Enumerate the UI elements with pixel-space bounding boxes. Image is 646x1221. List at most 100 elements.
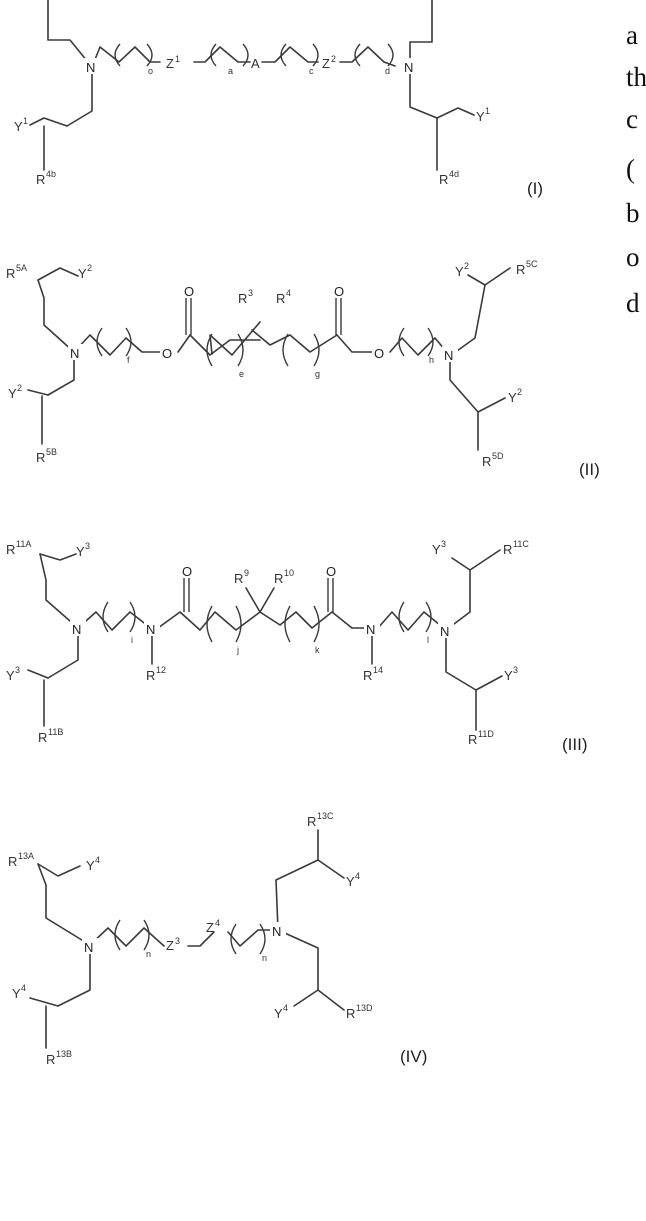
formula-iv-z4-sup: 4 — [215, 918, 220, 928]
formula-ii-r3-sup: 3 — [248, 288, 253, 298]
formula-ii-y-tr: Y — [455, 264, 464, 279]
formula-ii-r-tr-sup: 5C — [526, 259, 538, 269]
formula-iii-r-tl-sup: 11A — [16, 539, 31, 549]
formula-iii-r-bl: R — [38, 730, 47, 745]
formula-ii-o-left-ester: O — [162, 346, 172, 361]
formula-iv-label: (IV) — [400, 1047, 427, 1066]
formula-iii-r-bl-sup: 11B — [48, 727, 63, 737]
formula-ii-y-tl: Y — [78, 266, 87, 281]
formula-iv-r-tr: R — [307, 814, 316, 829]
formula-i-y-left-sup: 1 — [23, 116, 28, 126]
formula-ii-r-tr: R — [516, 262, 525, 277]
formula-i-y-right: Y — [476, 109, 485, 124]
formula-iv-z3: Z — [166, 938, 174, 953]
formula-iv-y-tl-sup: 4 — [95, 855, 100, 865]
formula-i: N N Z 1 A Z 2 o a c d Y 1 Y 1 R 4b R 4d … — [14, 0, 543, 198]
formula-ii-y-bl: Y — [8, 386, 17, 401]
formula-ii-r-br-sup: 5D — [492, 451, 504, 461]
formula-i-a: A — [251, 56, 260, 71]
formula-i-r-right-sup: 4d — [449, 169, 459, 179]
formula-ii-o-right-carbonyl: O — [334, 284, 344, 299]
formula-i-z2-sup: 2 — [331, 54, 336, 64]
formula-ii-o-left-carbonyl: O — [184, 284, 194, 299]
formula-iv-subscript-n-left: n — [146, 949, 151, 959]
formula-iii: N N N N O O R 9 R 10 R 12 R 14 i j k l R… — [6, 539, 588, 754]
formula-iii-y-tr: Y — [432, 542, 441, 557]
formula-iii-r9: R — [234, 571, 243, 586]
formula-iii-n-amide-left: N — [146, 622, 155, 637]
formula-iii-r10: R — [274, 571, 283, 586]
formula-ii-r-br: R — [482, 454, 491, 469]
formula-ii-y-bl-sup: 2 — [17, 383, 22, 393]
formula-i-n-left: N — [86, 60, 95, 75]
formula-ii-subscript-g: g — [315, 369, 320, 379]
formula-iii-r-tr: R — [503, 542, 512, 557]
formula-iv-r-bl: R — [46, 1052, 55, 1067]
formula-iii-y-tl-sup: 3 — [85, 541, 90, 551]
formula-iii-r12-sup: 12 — [156, 665, 166, 675]
formula-ii-label: (II) — [579, 460, 600, 479]
formula-ii-r4-sup: 4 — [286, 288, 291, 298]
formula-iii-r12: R — [146, 668, 155, 683]
formula-i-label: (I) — [527, 179, 543, 198]
formula-ii-r3: R — [238, 291, 247, 306]
formula-ii-n-left: N — [70, 346, 79, 361]
formula-iii-r14-sup: 14 — [373, 665, 383, 675]
formula-iv-y-tr-sup: 4 — [355, 871, 360, 881]
formula-iii-r9-sup: 9 — [244, 568, 249, 578]
formula-ii-r4: R — [276, 291, 285, 306]
formula-iii-n-left: N — [72, 622, 81, 637]
formula-iii-y-tr-sup: 3 — [441, 539, 446, 549]
formula-iv-r-tl-sup: 13A — [18, 851, 34, 861]
formula-iv-y-br: Y — [274, 1006, 283, 1021]
formula-i-r-left-sup: 4b — [46, 169, 56, 179]
formula-iii-r14: R — [363, 668, 372, 683]
formula-i-y-left: Y — [14, 119, 23, 134]
formula-iii-o-left: O — [182, 564, 192, 579]
formula-iii-subscript-i: i — [131, 635, 133, 645]
formula-iv-y-tr: Y — [346, 874, 355, 889]
formula-iv-r-br-sup: 13D — [356, 1003, 373, 1013]
formula-iv-y-br-sup: 4 — [283, 1003, 288, 1013]
formula-ii-y-br-sup: 2 — [517, 387, 522, 397]
formula-iii-n-amide-right: N — [366, 622, 375, 637]
formula-i-n-right: N — [404, 60, 413, 75]
formula-iii-y-br: Y — [504, 668, 513, 683]
formula-iii-r-tl: R — [6, 542, 15, 557]
formula-ii-y-br: Y — [508, 390, 517, 405]
formula-i-z2: Z — [322, 56, 330, 71]
formula-iii-y-br-sup: 3 — [513, 665, 518, 675]
formula-ii-o-right-ester: O — [374, 346, 384, 361]
formula-ii-r-bl-sup: 5B — [46, 447, 57, 457]
formula-iv-n-right: N — [272, 924, 281, 939]
formula-iv-n-left: N — [84, 940, 93, 955]
formula-iii-label: (III) — [562, 735, 588, 754]
formula-iii-y-tl: Y — [76, 544, 85, 559]
formula-iii-r-tr-sup: 11C — [513, 539, 529, 549]
formula-iii-y-bl-sup: 3 — [15, 665, 20, 675]
formula-ii-subscript-h: h — [429, 355, 434, 365]
formula-iii-bonds — [28, 550, 502, 730]
formula-iv-z4: Z — [206, 920, 214, 935]
formula-iv-bonds — [30, 830, 344, 1048]
formula-ii-y-tr-sup: 2 — [464, 261, 469, 271]
formula-i-z1: Z — [166, 56, 174, 71]
formula-iv-y-bl-sup: 4 — [21, 983, 26, 993]
formula-ii-bonds — [28, 268, 510, 450]
formula-ii-r-tl: R — [6, 266, 15, 281]
formula-i-subscript-c: c — [309, 66, 314, 76]
formula-ii-subscript-f: f — [127, 355, 130, 365]
formula-iv-z3-sup: 3 — [175, 936, 180, 946]
formula-i-subscript-a: a — [228, 66, 233, 76]
formula-i-bonds — [30, 0, 474, 170]
formula-ii-r-bl: R — [36, 450, 45, 465]
formula-iii-o-right: O — [326, 564, 336, 579]
formula-iii-r-br-sup: 11D — [478, 729, 494, 739]
formula-iv: N N Z 3 Z 4 n n R 13A Y 4 Y 4 R 13B R 13… — [8, 811, 427, 1067]
formula-i-y-right-sup: 1 — [485, 106, 490, 116]
formula-iii-subscript-k: k — [315, 645, 320, 655]
formula-iv-r-tr-sup: 13C — [317, 811, 334, 821]
formula-iv-y-tl: Y — [86, 858, 95, 873]
